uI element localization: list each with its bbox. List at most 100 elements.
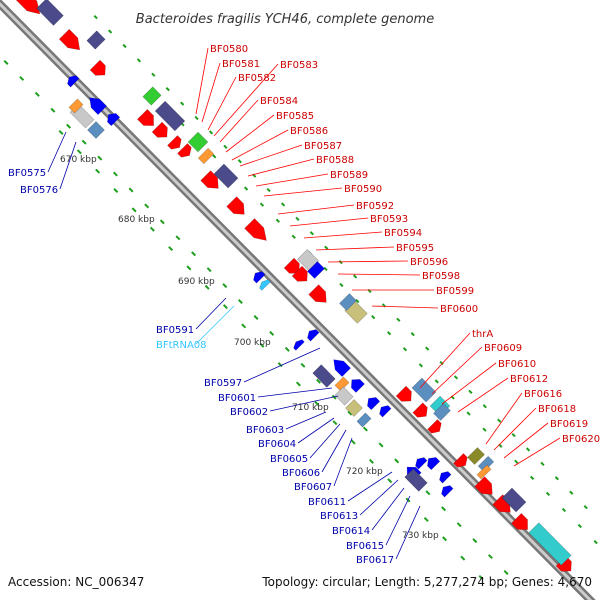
cog-colored-gene-box <box>433 403 451 421</box>
inner-gene-label: BF0615 <box>346 541 384 552</box>
outer-label-leader <box>337 273 421 276</box>
inner-gene-label: BF0606 <box>282 468 320 479</box>
outer-gene-label: BF0618 <box>538 404 576 415</box>
kbp-scale-label: 730 kbp <box>402 531 439 541</box>
outer-gene-label: BF0593 <box>370 214 408 225</box>
outer-label-leader <box>303 231 383 239</box>
plus-strand-gene-arrow <box>283 257 300 274</box>
outer-gene-label: BF0594 <box>384 228 422 239</box>
inner-gene-labels: BF0575BF0576BF0591BFtRNA08BF0597BF0601BF… <box>8 168 394 566</box>
outer-gene-label: BF0587 <box>304 141 342 152</box>
cog-colored-gene-box <box>528 522 572 566</box>
outer-label-leader <box>263 187 343 197</box>
outer-gene-label: BF0583 <box>280 60 318 71</box>
minus-strand-gene-arrow <box>293 339 305 351</box>
minus-strand-gene-arrow <box>333 359 352 378</box>
inner-gene-label: BF0611 <box>308 497 346 508</box>
inner-label-leader <box>385 495 411 546</box>
minus-strand-gene-arrow <box>107 113 121 127</box>
plus-strand-gene-arrow <box>14 0 41 15</box>
outer-gene-label: BF0580 <box>210 44 248 55</box>
outer-label-leader <box>277 204 355 215</box>
plus-strand-gene-arrow <box>58 28 81 51</box>
inner-cog-gene-box <box>87 121 105 139</box>
kbp-scale-label: 670 kbp <box>60 155 97 165</box>
minus-strand-gene-arrow <box>439 471 452 484</box>
outer-label-leader <box>431 346 483 395</box>
cog-colored-gene-box <box>86 30 106 50</box>
plus-strand-gene-arrow <box>136 108 154 126</box>
cog-colored-gene-box <box>467 447 485 465</box>
inner-label-leader <box>269 395 339 412</box>
accession-text: Accession: NC_006347 <box>8 575 144 589</box>
inner-gene-label: BF0613 <box>320 511 358 522</box>
inner-cog-gene-box <box>356 412 372 428</box>
kbp-scale-label: 680 kbp <box>118 215 155 225</box>
cog-colored-gene-box <box>187 131 209 153</box>
outer-gene-label: BF0592 <box>356 201 394 212</box>
kbp-scale-label: 690 kbp <box>178 277 215 287</box>
plus-strand-gene-arrow <box>291 265 308 282</box>
outer-gene-label: BF0600 <box>440 304 478 315</box>
plus-strand-gene-arrow <box>177 143 192 158</box>
outer-label-leader <box>213 63 279 137</box>
plus-strand-gene-arrow <box>412 402 428 418</box>
plus-strand-gene-arrow <box>167 135 182 150</box>
minus-strand-gene-arrow <box>379 405 392 418</box>
outer-label-leader <box>239 144 303 167</box>
plus-strand-gene-arrow <box>453 453 468 468</box>
outer-label-leader <box>327 260 409 263</box>
kbp-scale-label: 710 kbp <box>292 403 329 413</box>
outer-label-leader <box>371 305 439 309</box>
outer-label-leader <box>493 407 537 451</box>
cog-colored-gene-box <box>197 147 215 165</box>
inner-cog-gene-box <box>68 98 84 114</box>
plus-strand-gene-arrow <box>427 419 442 434</box>
inner-gene-label: BF0607 <box>294 482 332 493</box>
outer-gene-label: BF0588 <box>316 155 354 166</box>
plus-strand-gene-arrow <box>555 555 572 572</box>
outer-gene-label: BF0581 <box>222 59 260 70</box>
cog-colored-gene-box <box>501 487 527 513</box>
plus-strand-gene-arrow <box>89 59 106 76</box>
minus-strand-gene-arrow <box>427 457 441 471</box>
plus-strand-gene-arrow <box>226 196 245 215</box>
outer-label-leader <box>513 437 561 467</box>
outer-gene-label: BF0620 <box>562 434 600 445</box>
gene-features <box>14 0 572 572</box>
inner-gene-label: BF0591 <box>156 325 194 336</box>
inner-label-leader <box>395 505 421 560</box>
minus-strand-gene-arrow <box>351 379 365 393</box>
outer-gene-label: BF0612 <box>510 374 548 385</box>
inner-label-leader <box>243 347 321 383</box>
inner-gene-label: BF0601 <box>218 393 256 404</box>
inner-label-leader <box>371 487 405 531</box>
cog-colored-gene-box <box>36 0 64 26</box>
outer-gene-label: BF0596 <box>410 257 448 268</box>
outer-label-leader <box>315 246 395 251</box>
plus-strand-gene-arrow <box>308 284 327 303</box>
outer-gene-label: BF0589 <box>330 170 368 181</box>
inner-label-leader <box>195 305 235 345</box>
minus-strand-gene-arrow <box>89 97 108 116</box>
plus-strand-gene-arrow <box>474 476 493 495</box>
outer-label-leader <box>441 362 497 405</box>
inner-label-leader <box>195 297 227 330</box>
inner-label-leader <box>257 387 333 398</box>
outer-dot-track <box>93 15 588 510</box>
outer-label-leader <box>289 217 369 227</box>
inner-gene-label: BF0602 <box>230 407 268 418</box>
inner-gene-label: BF0597 <box>204 378 242 389</box>
genome-summary-text: Topology: circular; Length: 5,277,274 bp… <box>261 575 592 589</box>
label-leader-lines <box>47 47 561 560</box>
minus-strand-gene-arrow <box>259 279 271 291</box>
outer-gene-label: BF0619 <box>550 419 588 430</box>
outer-label-leader <box>219 99 259 143</box>
cog-colored-gene-box <box>476 464 492 480</box>
inner-dot-track <box>3 60 509 575</box>
minus-strand-gene-arrow <box>415 457 428 470</box>
inner-gene-label: BF0614 <box>332 526 370 537</box>
